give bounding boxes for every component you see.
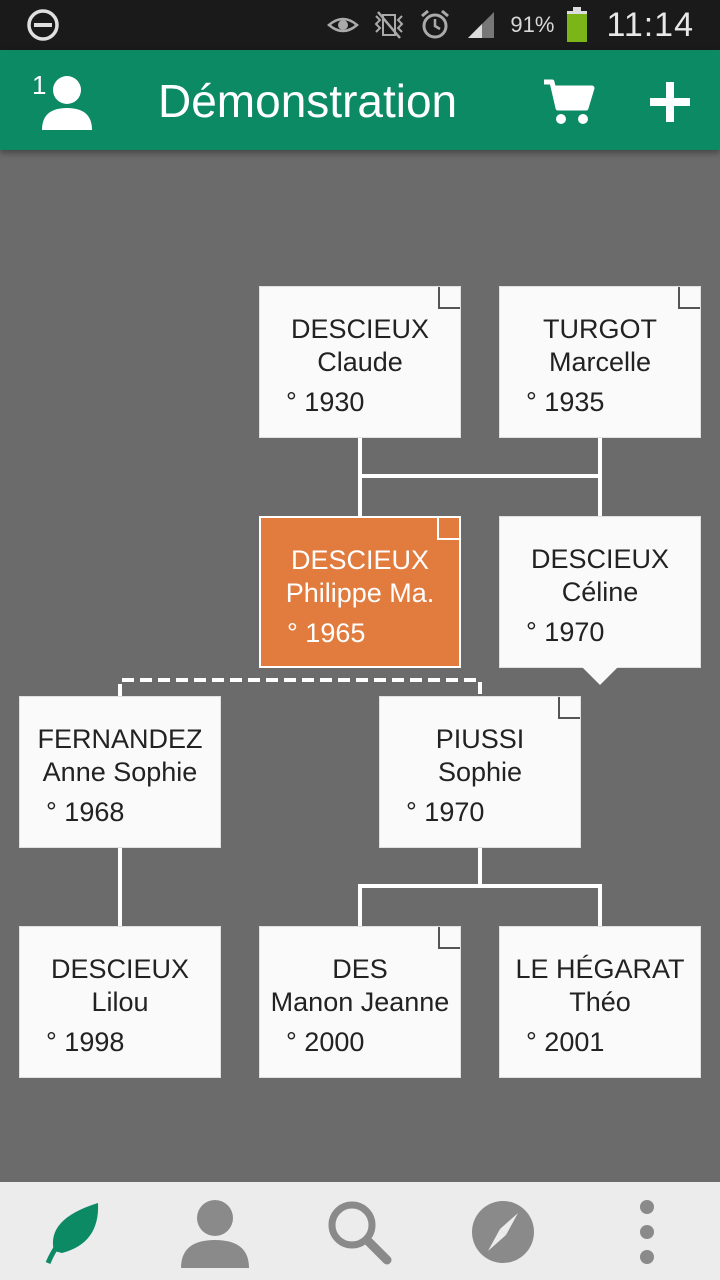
surname: LE HÉGARAT bbox=[515, 954, 685, 984]
do-not-disturb-icon bbox=[27, 9, 59, 41]
battery-icon bbox=[567, 7, 588, 42]
person-card-descieux-celine[interactable]: DESCIEUX Céline ° 1970 bbox=[499, 516, 701, 668]
person-card-descieux-lilou[interactable]: DESCIEUX Lilou ° 1998 bbox=[19, 926, 221, 1078]
sibling-pointer bbox=[582, 667, 618, 685]
clock: 11:14 bbox=[606, 5, 694, 44]
leaf-icon bbox=[45, 1203, 99, 1264]
fold-corner-icon bbox=[437, 518, 459, 540]
given-name: Lilou bbox=[91, 987, 149, 1017]
plus-icon[interactable] bbox=[644, 76, 696, 128]
birth-year: ° 2001 bbox=[526, 1027, 605, 1057]
search-icon bbox=[328, 1201, 392, 1265]
surname: TURGOT bbox=[543, 314, 657, 344]
battery-percent: 91% bbox=[510, 12, 555, 37]
signal-icon bbox=[468, 12, 495, 38]
birth-year: ° 1930 bbox=[286, 387, 365, 417]
given-name: Sophie bbox=[437, 757, 523, 787]
person-icon bbox=[181, 1200, 249, 1268]
nav-compass-button[interactable] bbox=[467, 1196, 539, 1268]
birth-year: ° 1968 bbox=[46, 797, 125, 827]
app-title: Démonstration bbox=[158, 75, 458, 127]
eye-icon bbox=[327, 17, 360, 33]
person-card-turgot-marcelle[interactable]: TURGOT Marcelle ° 1935 bbox=[499, 286, 701, 438]
person-card-descieux-philippe[interactable]: DESCIEUX Philippe Ma. ° 1965 bbox=[259, 516, 461, 668]
person-card-piussi-sophie[interactable]: PIUSSI Sophie ° 1970 bbox=[379, 696, 581, 848]
family-tree[interactable]: DESCIEUX Claude ° 1930 TURGOT Marcelle °… bbox=[0, 150, 720, 1182]
person-card-le-hegarat-theo[interactable]: LE HÉGARAT Théo ° 2001 bbox=[499, 926, 701, 1078]
surname: DESCIEUX bbox=[530, 544, 670, 574]
birth-year: ° 1965 bbox=[287, 618, 366, 648]
person-card-fernandez-anne-sophie[interactable]: FERNANDEZ Anne Sophie ° 1968 bbox=[19, 696, 221, 848]
status-bar: 91% 11:14 bbox=[0, 0, 720, 50]
given-name: Anne Sophie bbox=[42, 757, 198, 787]
profile-count: 1 bbox=[32, 70, 47, 100]
nav-more-button[interactable] bbox=[611, 1196, 683, 1268]
birth-year: ° 1970 bbox=[406, 797, 485, 827]
given-name: Théo bbox=[569, 987, 631, 1017]
person-card-descieux-claude[interactable]: DESCIEUX Claude ° 1930 bbox=[259, 286, 461, 438]
alarm-icon bbox=[421, 9, 450, 39]
given-name: Marcelle bbox=[548, 347, 652, 377]
birth-year: ° 1970 bbox=[526, 617, 605, 647]
more-icon bbox=[640, 1200, 654, 1264]
person-card-des-manon-jeanne[interactable]: DES Manon Jeanne ° 2000 bbox=[259, 926, 461, 1078]
nav-search-button[interactable] bbox=[323, 1196, 395, 1268]
surname: DESCIEUX bbox=[290, 314, 430, 344]
surname: PIUSSI bbox=[435, 724, 525, 754]
cart-icon[interactable] bbox=[540, 76, 596, 128]
surname: DES bbox=[332, 954, 388, 984]
compass-icon bbox=[472, 1201, 534, 1263]
nav-person-button[interactable] bbox=[179, 1196, 251, 1268]
given-name: Manon Jeanne bbox=[270, 987, 450, 1017]
surname: DESCIEUX bbox=[290, 545, 430, 575]
profile-button[interactable]: 1 bbox=[30, 70, 100, 134]
nav-tree-button[interactable] bbox=[36, 1196, 108, 1268]
fold-corner-icon bbox=[438, 287, 460, 309]
given-name: Philippe Ma. bbox=[285, 578, 435, 608]
birth-year: ° 1935 bbox=[526, 387, 605, 417]
bottom-navigation bbox=[0, 1182, 720, 1280]
surname: DESCIEUX bbox=[50, 954, 190, 984]
fold-corner-icon bbox=[678, 287, 700, 309]
app-bar: 1 Démonstration bbox=[0, 50, 720, 150]
surname: FERNANDEZ bbox=[37, 724, 203, 754]
birth-year: ° 2000 bbox=[286, 1027, 365, 1057]
fold-corner-icon bbox=[438, 927, 460, 949]
given-name: Céline bbox=[561, 577, 639, 607]
fold-corner-icon bbox=[558, 697, 580, 719]
birth-year: ° 1998 bbox=[46, 1027, 125, 1057]
person-icon bbox=[42, 76, 92, 130]
tree-connectors bbox=[118, 436, 602, 926]
given-name: Claude bbox=[317, 347, 403, 377]
nfc-vibrate-icon bbox=[374, 11, 404, 39]
